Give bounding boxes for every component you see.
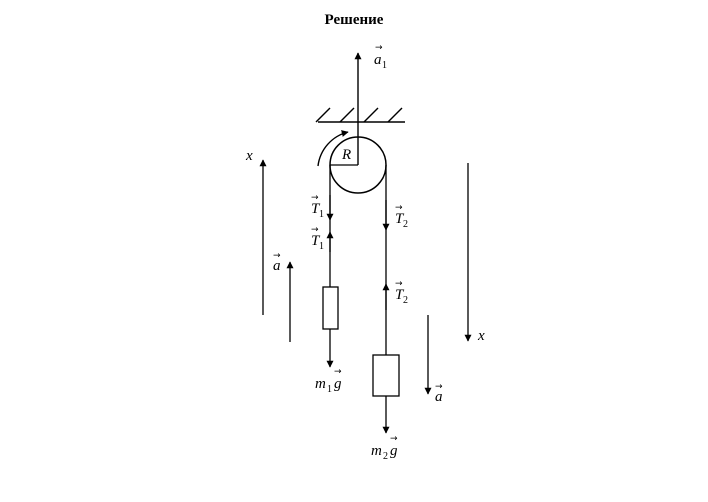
m1g-label: m 1 → g — [315, 367, 342, 395]
svg-text:m: m — [315, 376, 326, 392]
a1-label: → a 1 — [374, 43, 387, 71]
x-axis-right-label: x — [477, 328, 485, 344]
rotation-arrow — [317, 130, 349, 167]
svg-text:→: → — [395, 203, 403, 213]
ceiling — [315, 107, 405, 123]
radius-label: R — [341, 147, 351, 163]
t2-down-label: → T 2 — [395, 203, 408, 230]
svg-text:1: 1 — [319, 241, 324, 252]
svg-text:→: → — [311, 225, 319, 235]
m2g-label: m 2 → g — [371, 434, 398, 462]
svg-text:a: a — [374, 52, 382, 68]
x-axis-left-label: x — [245, 148, 253, 164]
svg-text:→: → — [311, 193, 319, 203]
svg-text:→: → — [395, 279, 403, 289]
svg-text:2: 2 — [383, 451, 388, 462]
svg-text:a: a — [273, 258, 281, 274]
mass-m2 — [372, 354, 400, 397]
svg-text:2: 2 — [403, 219, 408, 230]
svg-text:a: a — [435, 389, 443, 405]
svg-text:→: → — [334, 367, 342, 377]
t1-up-label: → T 1 — [311, 225, 324, 252]
svg-text:g: g — [390, 443, 398, 459]
svg-text:T: T — [395, 287, 405, 303]
t1-down-label: → T 1 — [311, 193, 324, 220]
svg-text:T: T — [311, 201, 321, 217]
svg-text:→: → — [375, 43, 383, 53]
a-left-label: → a — [273, 251, 281, 274]
svg-text:→: → — [390, 434, 398, 444]
svg-text:1: 1 — [319, 209, 324, 220]
mass-m1 — [322, 286, 339, 330]
t2-up-label: → T 2 — [395, 279, 408, 306]
svg-text:m: m — [371, 443, 382, 459]
svg-text:T: T — [311, 233, 321, 249]
svg-text:T: T — [395, 211, 405, 227]
svg-text:→: → — [273, 251, 281, 261]
page-title: Решение — [324, 12, 384, 28]
a-right-label: → a — [435, 382, 443, 405]
svg-text:2: 2 — [403, 295, 408, 306]
svg-text:1: 1 — [327, 384, 332, 395]
svg-text:1: 1 — [382, 60, 387, 71]
svg-text:→: → — [435, 382, 443, 392]
svg-text:g: g — [334, 376, 342, 392]
